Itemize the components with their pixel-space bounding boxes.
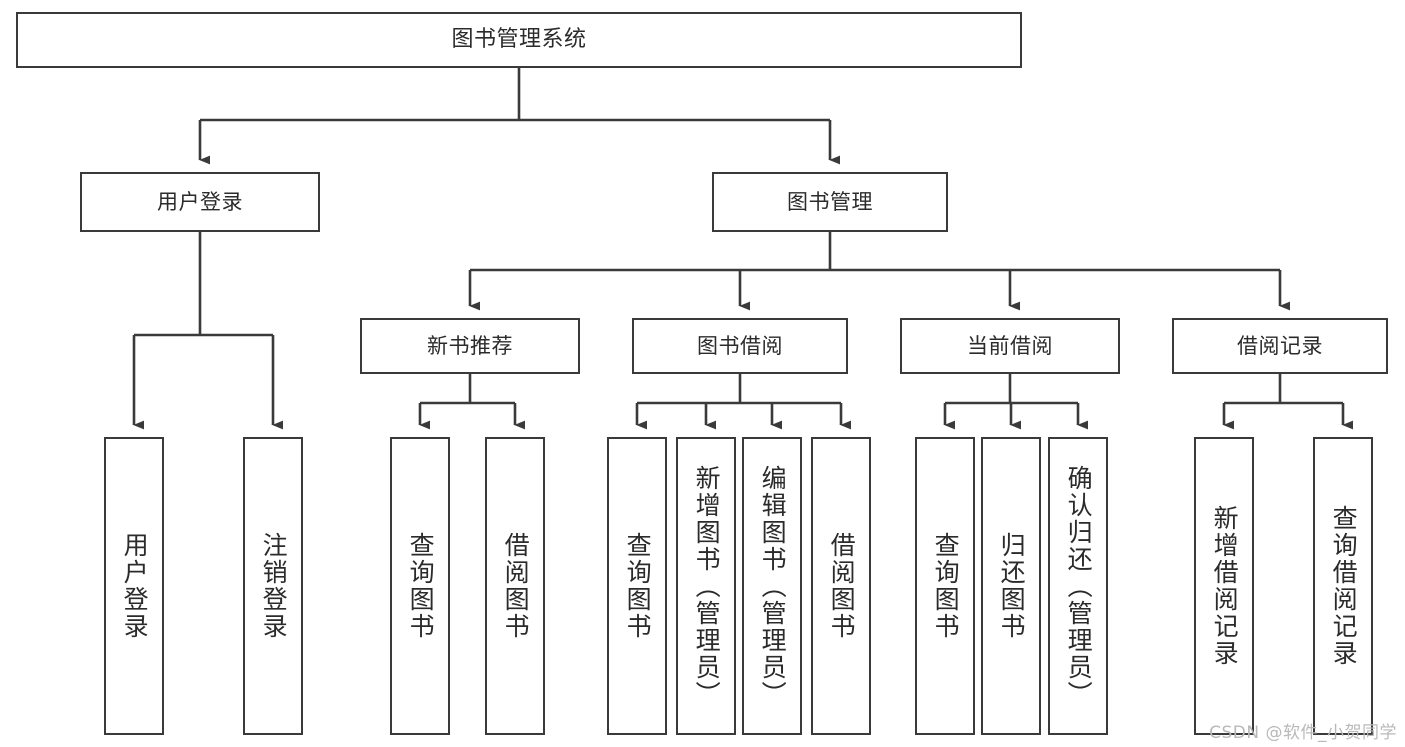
node-borrow-record-label: 借阅记录 [1237,333,1323,358]
leaf-query-borrow-record-label: 查询借阅记录 [1329,505,1359,667]
node-book-manage-label: 图书管理 [787,189,873,214]
node-root-label: 图书管理系统 [451,27,587,53]
leaf-borrow-book-1[interactable]: 借阅图书 [485,437,545,735]
leaf-logout-label: 注销登录 [259,532,289,640]
leaf-logout[interactable]: 注销登录 [243,437,303,735]
node-current-borrow-label: 当前借阅 [967,333,1053,358]
leaf-return-book[interactable]: 归还图书 [981,437,1041,735]
leaf-query-borrow-record[interactable]: 查询借阅记录 [1313,437,1373,735]
node-book-borrow[interactable]: 图书借阅 [632,318,848,374]
leaf-add-borrow-record-label: 新增借阅记录 [1210,505,1240,667]
node-book-manage[interactable]: 图书管理 [712,172,948,232]
leaf-add-borrow-record[interactable]: 新增借阅记录 [1194,437,1254,735]
leaf-user-login[interactable]: 用户登录 [104,437,164,735]
leaf-query-book-3[interactable]: 查询图书 [915,437,975,735]
leaf-user-login-label: 用户登录 [120,532,150,640]
node-new-book-recommend[interactable]: 新书推荐 [360,318,580,374]
leaf-return-book-label: 归还图书 [997,532,1027,640]
leaf-query-book-1[interactable]: 查询图书 [390,437,450,735]
node-new-book-recommend-label: 新书推荐 [427,333,513,358]
leaf-query-book-3-label: 查询图书 [931,532,961,640]
node-user-login[interactable]: 用户登录 [80,172,320,232]
leaf-add-book-admin-label: 新增图书（管理员） [692,464,722,708]
leaf-borrow-book-1-label: 借阅图书 [501,532,531,640]
leaf-query-book-2[interactable]: 查询图书 [607,437,667,735]
leaf-borrow-book-2-label: 借阅图书 [827,532,857,640]
node-borrow-record[interactable]: 借阅记录 [1172,318,1388,374]
leaf-borrow-book-2[interactable]: 借阅图书 [811,437,871,735]
leaf-add-book-admin[interactable]: 新增图书（管理员） [676,437,736,735]
leaf-confirm-return-admin-label: 确认归还（管理员） [1064,464,1094,708]
node-book-borrow-label: 图书借阅 [697,333,783,358]
leaf-confirm-return-admin[interactable]: 确认归还（管理员） [1048,437,1108,735]
node-root[interactable]: 图书管理系统 [16,12,1022,68]
leaf-edit-book-admin[interactable]: 编辑图书（管理员） [742,437,802,735]
leaf-query-book-1-label: 查询图书 [406,532,436,640]
csdn-watermark: CSDN @软件_小贺同学 [1209,723,1397,743]
node-current-borrow[interactable]: 当前借阅 [900,318,1120,374]
leaf-edit-book-admin-label: 编辑图书（管理员） [758,464,788,708]
leaf-query-book-2-label: 查询图书 [623,532,653,640]
node-user-login-label: 用户登录 [157,189,243,214]
